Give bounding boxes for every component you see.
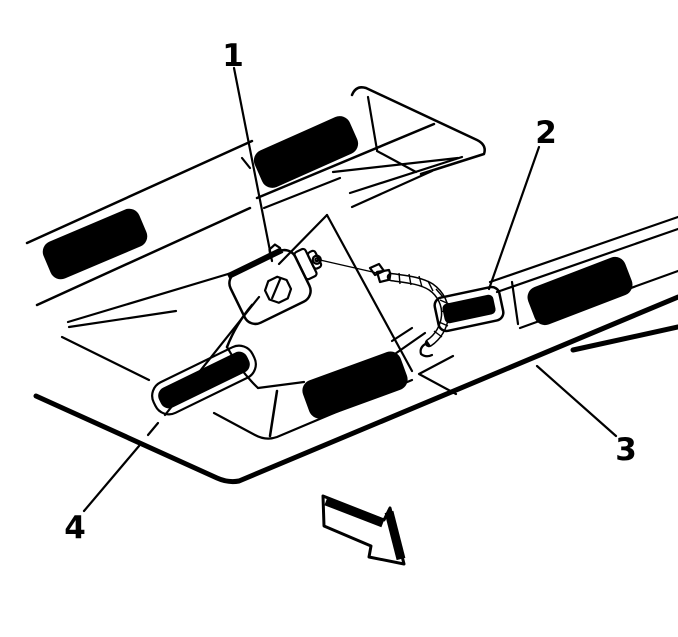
callout-3: 3 [535,364,637,468]
callout-2-label: 2 [535,115,557,151]
callout-4-leader [82,444,141,513]
direction-arrow-icon [321,494,406,566]
vent-grille-bottom [299,348,411,422]
harness-opening [390,285,505,358]
lamp-mount-seam [277,213,414,373]
callout-3-label: 3 [615,432,637,468]
headliner-seam-left [60,266,250,382]
callout-1-label: 1 [222,38,244,74]
vent-grille-left [39,205,151,283]
callout-4: 4 [64,295,261,546]
headliner-panel-edges [33,215,678,485]
callout-1-leader [232,66,274,263]
callout-4-label: 4 [64,510,86,546]
callout-4-leader-dash [146,421,160,437]
conduit-tail [419,341,434,358]
callout-2-leader [487,145,541,291]
wiring-harness [319,259,451,358]
callout-3-leader [535,364,618,438]
console-recess-cutout [331,86,486,209]
roof-panel-upper-band [25,122,436,307]
callout-4-leader-upper [163,295,261,417]
vent-grille-top [250,112,362,192]
callout-2: 2 [487,115,557,291]
callout-1: 1 [222,38,274,263]
lens-knob-icon [263,275,293,304]
bulb-socket [293,247,318,281]
